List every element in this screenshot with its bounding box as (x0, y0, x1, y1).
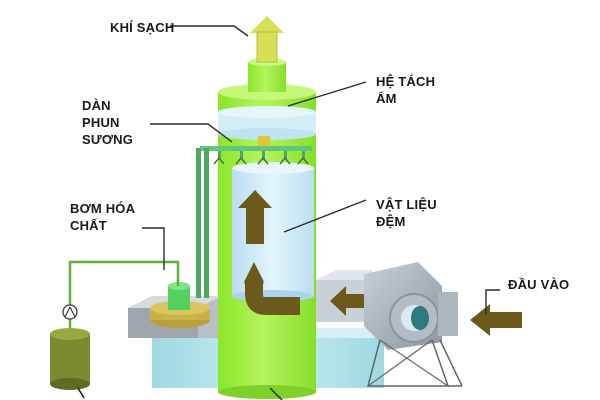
label-chemical-pump: BƠM HÓA CHẤT (70, 201, 136, 233)
upward-flow-arrow (238, 190, 272, 244)
label-packing-material: VẬT LIỆU ĐỆM (376, 197, 437, 229)
callout-lines (142, 25, 500, 400)
chemical-tank (50, 328, 90, 399)
duct-flow-arrow (330, 286, 370, 316)
clean-air-arrow (250, 16, 284, 63)
blower-fan (364, 262, 458, 350)
chemical-pipe (68, 260, 180, 328)
spray-manifold (200, 136, 312, 165)
callout-base (269, 387, 283, 400)
callout-inlet (485, 289, 500, 314)
chemical-pump (150, 282, 210, 328)
label-spray-nozzles: DÀN PHUN SƯƠNG (82, 98, 134, 147)
callout-spray (150, 123, 233, 143)
label-inlet: ĐẦU VÀO (508, 277, 570, 292)
label-clean-air: KHÍ SẠCH (110, 20, 175, 35)
callout-clean-air (170, 25, 249, 37)
turning-flow-arrow (244, 262, 300, 315)
demister-section (218, 106, 316, 140)
packing-zone (232, 162, 314, 302)
inlet-flow-arrow (470, 304, 522, 336)
blower-stand (367, 339, 463, 387)
spray-supply-pipe (196, 148, 209, 298)
callout-packing (283, 199, 367, 233)
label-demister: HỆ TÁCH ẨM (376, 74, 436, 106)
callout-pump (142, 227, 165, 270)
callout-demister (287, 81, 367, 107)
flow-meter-icon (62, 304, 78, 320)
